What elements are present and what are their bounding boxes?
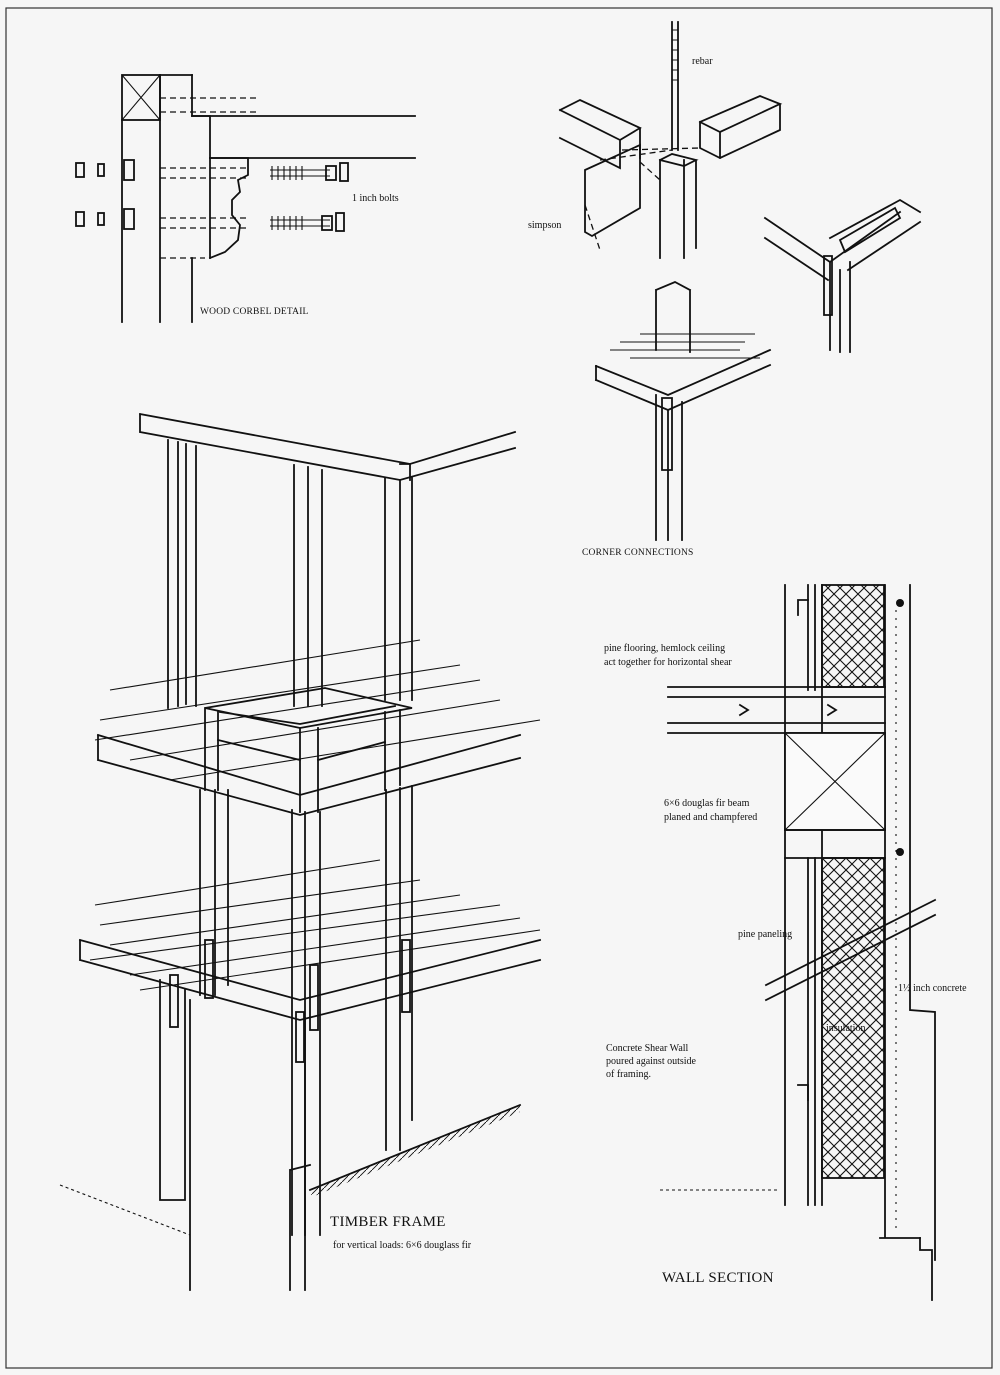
label-simpson: simpson [528,220,561,231]
label-rebar: rebar [692,56,713,67]
bolt-upper [75,159,349,182]
insulation-lower [821,857,885,1179]
title-timber-frame: TIMBER FRAME [330,1214,446,1230]
wall-section: pine flooring, hemlock ceiling act toget… [604,584,967,1301]
label-shear-wall-line1: Concrete Shear Wall [606,1043,689,1054]
title-corner-connections: CORNER CONNECTIONS [582,548,694,558]
timber-frame: TIMBER FRAME for vertical loads: 6×6 dou… [59,412,542,1291]
label-concrete: 1½ inch concrete [898,983,967,994]
subtitle-timber-frame: for vertical loads: 6×6 douglass fir [333,1240,472,1251]
label-beam-line2: planed and champfered [664,812,757,823]
label-shear-wall-line2: poured against outside [606,1056,697,1067]
bolt-lower [75,208,345,232]
label-pine-flooring-line2: act together for horizontal shear [604,657,732,668]
label-insulation: insulation [826,1023,865,1034]
label-pine-flooring-line1: pine flooring, hemlock ceiling [604,643,725,654]
insulation-upper [821,584,885,688]
title-wall-section: WALL SECTION [662,1270,774,1286]
wood-corbel-detail: 1 inch bolts WOOD CORBEL DETAIL [75,74,416,323]
label-beam-line1: 6×6 douglas fir beam [664,798,750,809]
label-1-inch-bolts: 1 inch bolts [352,193,399,204]
corner-connections: rebar simpson CORNER CONNECTIONS [528,21,922,558]
sheet-border [5,7,993,1369]
title-wood-corbel-detail: WOOD CORBEL DETAIL [200,307,309,317]
label-pine-paneling: pine paneling [738,929,792,940]
label-shear-wall-line3: of framing. [606,1069,651,1080]
